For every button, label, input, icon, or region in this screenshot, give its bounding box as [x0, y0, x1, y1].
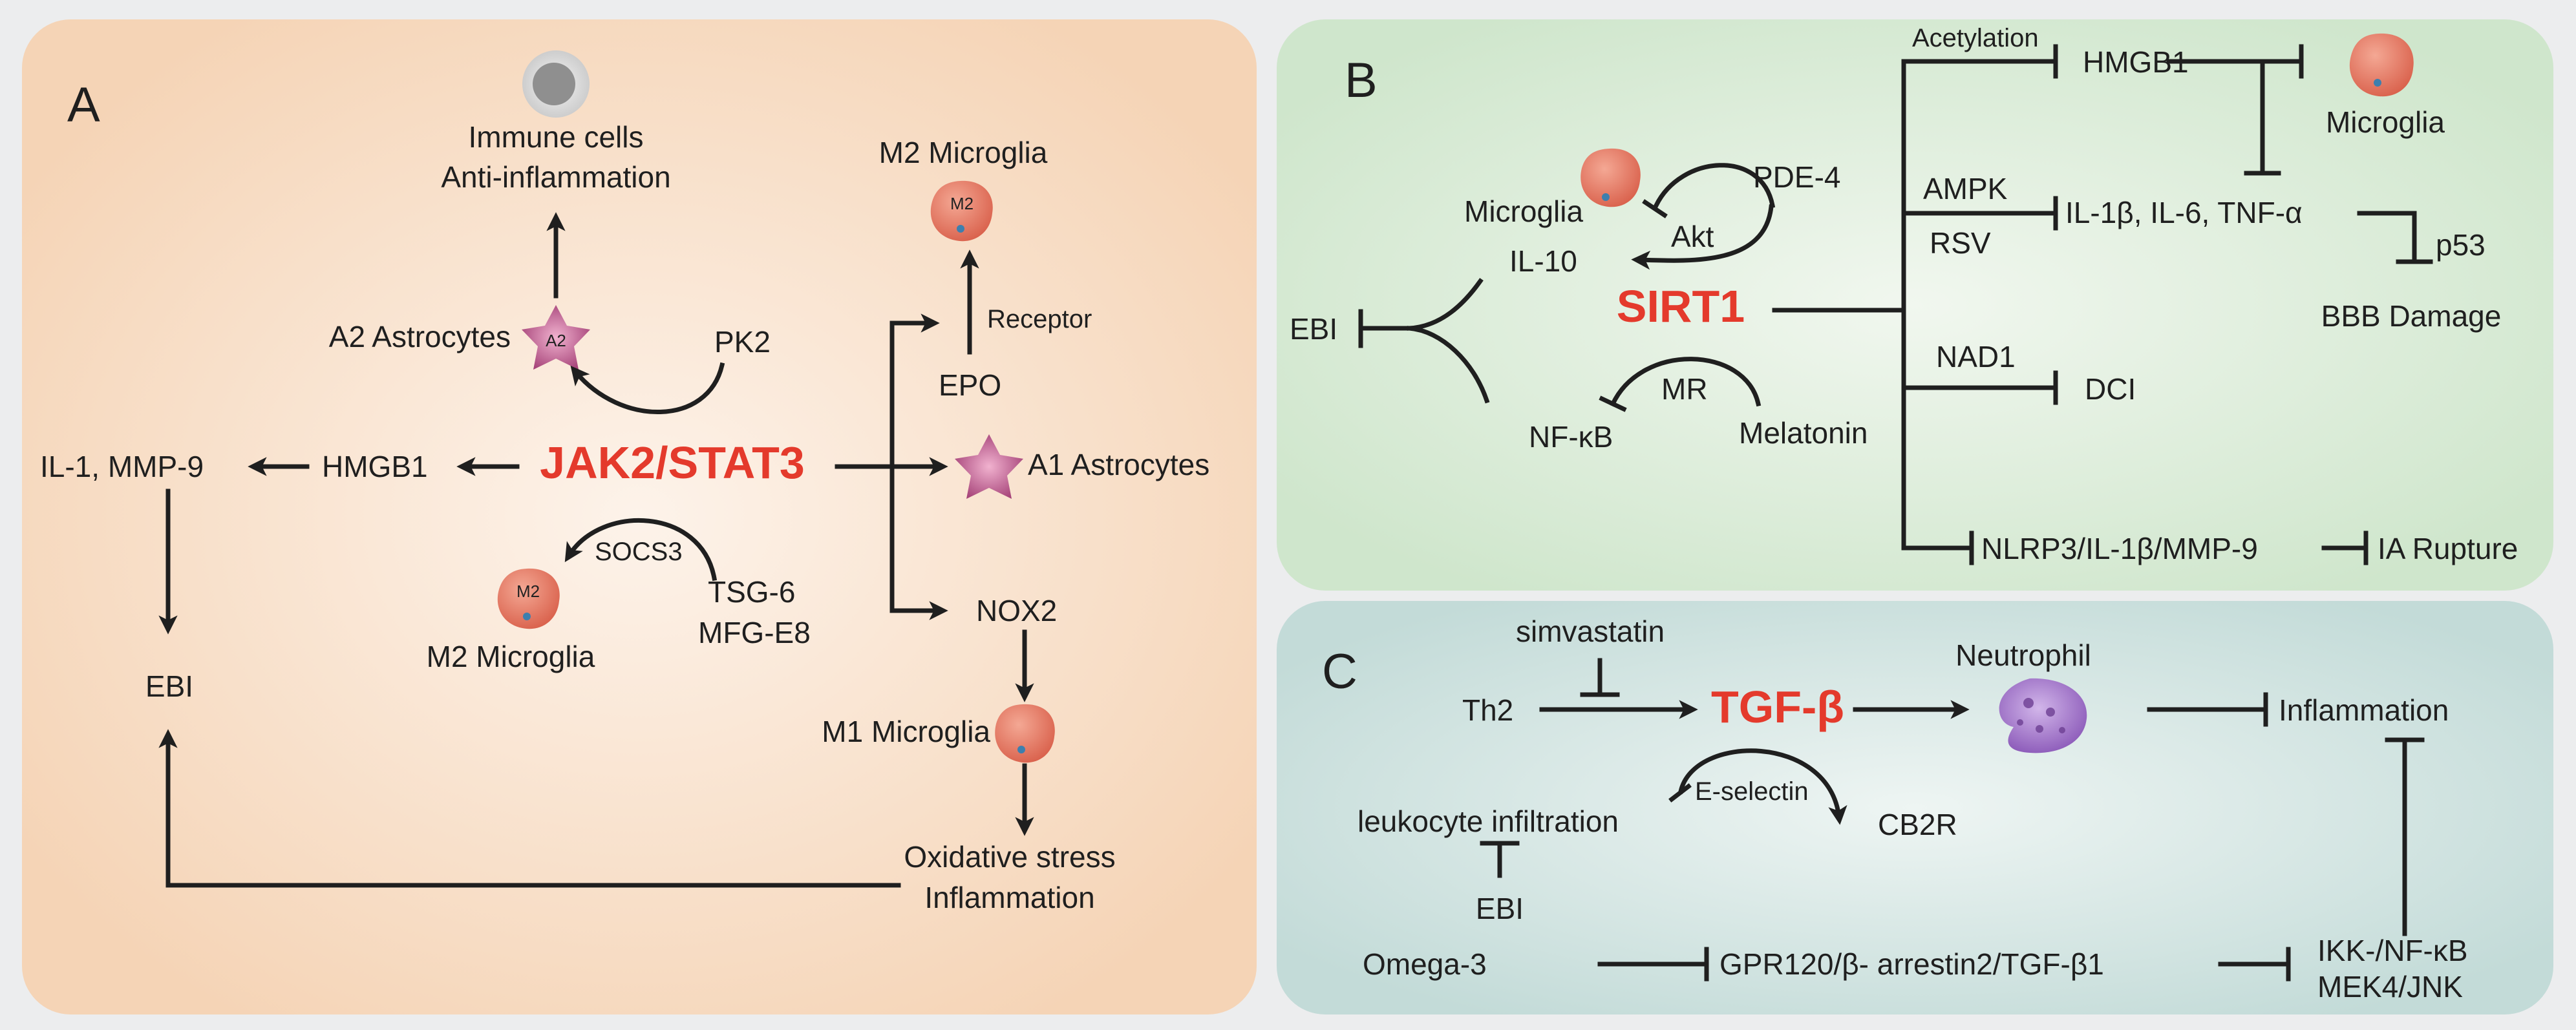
m2-microglia-bottom-label: M2 Microglia	[427, 640, 595, 673]
inhibit-melatonin-to-nfkb	[1610, 357, 1762, 407]
dci-label: DCI	[2085, 372, 2136, 406]
ebi-label-a: EBI	[145, 669, 193, 703]
m2-microglia-top-icon: M2	[930, 180, 993, 242]
ikk-nfkb-label: IKK-/NF-κB	[2317, 934, 2468, 967]
e-selectin-label: E-selectin	[1695, 777, 1809, 806]
rsv-label: RSV	[1930, 226, 1991, 260]
bbb-damage-label: BBB Damage	[2321, 299, 2502, 333]
inhibit-bar-leukocyte	[1668, 783, 1692, 803]
ebi-label-c: EBI	[1476, 892, 1524, 925]
gpr120-label: GPR120/β- arrestin2/TGF-β1	[1719, 947, 2104, 981]
ia-rupture-label: IA Rupture	[2378, 532, 2518, 565]
sirt1-hub: SIRT1	[1617, 281, 1745, 331]
pk2-label: PK2	[714, 325, 771, 359]
hmgb1-label: HMGB1	[322, 450, 428, 483]
p53-label: p53	[2436, 228, 2486, 262]
m1-microglia-icon	[995, 704, 1055, 763]
microglia-right-label: Microglia	[2326, 105, 2445, 139]
epo-label: EPO	[939, 368, 1001, 402]
panel-b: B SIRT1 Acetylation HMGB1 Microglia AMPK…	[1290, 24, 2518, 565]
melatonin-label: Melatonin	[1739, 416, 1868, 450]
m2-microglia-bottom-icon: M2	[497, 568, 560, 629]
m1-microglia-label: M1 Microglia	[822, 715, 990, 748]
ebi-bracket-lower	[1407, 326, 1490, 404]
cb2r-label: CB2R	[1878, 808, 1957, 841]
akt-label: Akt	[1671, 220, 1714, 253]
inhibit-pde4-to-microglia	[1653, 163, 1776, 209]
immune-cells-label: Immune cells	[469, 120, 644, 154]
tsg6-label: TSG-6	[708, 575, 795, 609]
e-selectin-loop	[1677, 748, 1847, 825]
ebi-label-b: EBI	[1290, 312, 1337, 346]
microglia-left-label: Microglia	[1464, 194, 1583, 228]
m2-microglia-top-label: M2 Microglia	[879, 136, 1048, 169]
nlrp3-label: NLRP3/IL-1β/MMP-9	[1981, 532, 2258, 565]
arrow-branch-to-epo	[889, 313, 940, 469]
cytokines-label: IL-1β, IL-6, TNF-α	[2065, 196, 2303, 229]
panel-a-letter: A	[67, 78, 100, 132]
panel-a: A Immune cells Anti-inflammation A2 A2 A…	[40, 50, 1209, 914]
nad1-label: NAD1	[1936, 340, 2016, 373]
a2-astrocytes-label: A2 Astrocytes	[329, 320, 511, 353]
arrow-oxidative-to-ebi	[158, 729, 901, 888]
a1-astrocyte-icon	[955, 434, 1023, 499]
arrow-branch-to-nox2	[889, 464, 948, 620]
a1-astrocytes-label: A1 Astrocytes	[1028, 448, 1209, 481]
neutrophil-label: Neutrophil	[1955, 638, 2091, 672]
leukocyte-label: leukocyte infiltration	[1357, 804, 1619, 838]
ebi-bracket-upper	[1407, 278, 1484, 331]
ampk-label: AMPK	[1923, 172, 2008, 205]
panel-a-background	[22, 19, 1257, 1014]
neutrophil-icon	[1999, 678, 2087, 753]
arrow-akt-to-il10	[1631, 204, 1774, 270]
simvastatin-label: simvastatin	[1516, 615, 1665, 648]
panel-c-letter: C	[1322, 644, 1357, 699]
mfge8-label: MFG-E8	[698, 616, 811, 649]
inflammation-label-c: Inflammation	[2279, 693, 2449, 727]
a2-badge: A2	[546, 331, 566, 350]
m2-badge-bottom: M2	[516, 582, 540, 601]
th2-label: Th2	[1462, 693, 1513, 727]
acetylation-label: Acetylation	[1912, 24, 2039, 52]
inflammation-label-a: Inflammation	[924, 881, 1094, 914]
inhibit-cytokines-to-bbb	[2357, 211, 2417, 264]
arrow-pk2-to-a2	[570, 362, 725, 415]
nfkb-label: NF-κB	[1529, 420, 1613, 454]
panel-b-letter: B	[1345, 53, 1378, 108]
microglia-right-icon	[2349, 33, 2414, 97]
m2-badge-top: M2	[950, 194, 974, 213]
inhibit-bar-microglia-left	[1642, 199, 1668, 218]
immune-cell-icon	[522, 50, 590, 118]
oxidative-stress-label: Oxidative stress	[904, 840, 1115, 874]
il10-label: IL-10	[1509, 244, 1577, 278]
arrow-tsg6-to-m2	[564, 518, 718, 582]
panel-c: C simvastatin Th2 TGF-β Neutrophil Infla…	[1322, 615, 2468, 1004]
a2-astrocyte-icon: A2	[522, 305, 590, 370]
microglia-left-icon	[1581, 148, 1641, 207]
inhibit-bar-nfkb	[1599, 395, 1627, 412]
nox2-label: NOX2	[976, 594, 1057, 627]
tgfb-hub: TGF-β	[1711, 682, 1844, 732]
omega3-label: Omega-3	[1363, 947, 1487, 981]
mek4-jnk-label: MEK4/JNK	[2317, 970, 2463, 1004]
mr-label: MR	[1661, 372, 1708, 406]
socs3-label: SOCS3	[595, 538, 683, 566]
il1-mmp9-label: IL-1, MMP-9	[40, 450, 204, 483]
jak2-stat3-hub: JAK2/STAT3	[540, 437, 805, 488]
panel-c-background	[1277, 601, 2553, 1014]
receptor-label: Receptor	[987, 305, 1092, 333]
anti-inflammation-label: Anti-inflammation	[441, 160, 670, 194]
